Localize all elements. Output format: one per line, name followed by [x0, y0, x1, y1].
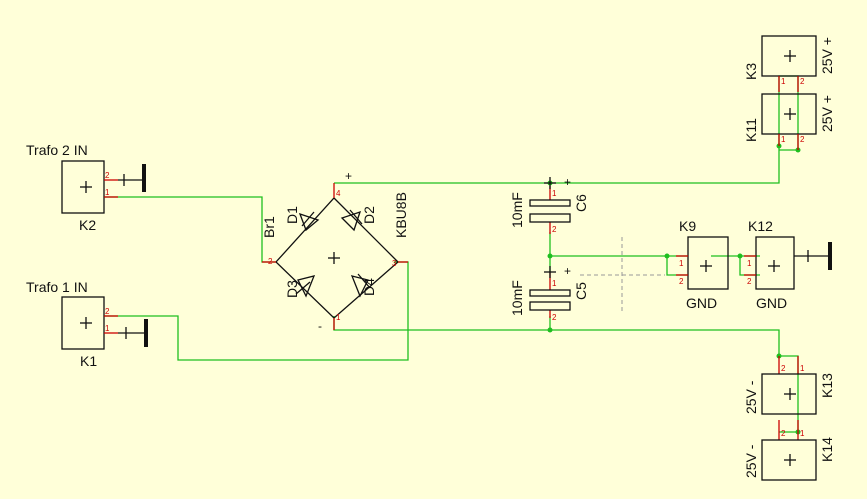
connector-k3-ref: K3 — [743, 63, 759, 80]
connector-k11-ref: K11 — [743, 118, 759, 142]
connector-k14-ref: K14 — [819, 437, 835, 462]
svg-text:4: 4 — [336, 189, 341, 198]
connector-k13-value: 25V - — [743, 380, 759, 414]
connector-k11-value: 25V + — [819, 95, 835, 132]
crosshair-guides — [580, 237, 665, 312]
connector-k3[interactable]: 1 2 K3 25V + — [743, 35, 835, 92]
capacitor-c5-value: 10mF — [509, 280, 525, 316]
svg-text:2: 2 — [679, 277, 684, 286]
svg-text:+: + — [564, 175, 571, 189]
connector-k14[interactable]: 2 1 25V - K14 — [743, 420, 835, 481]
svg-text:1: 1 — [781, 77, 786, 86]
svg-text:2: 2 — [781, 364, 786, 373]
capacitor-c6-value: 10mF — [509, 192, 525, 228]
svg-text:1: 1 — [105, 324, 110, 333]
connector-k12-value: GND — [756, 295, 787, 311]
capacitor-c5[interactable]: 1 2 + 10mF C5 — [509, 264, 589, 322]
svg-text:2: 2 — [800, 77, 805, 86]
connector-k13[interactable]: 2 1 25V - K13 — [743, 356, 835, 415]
svg-text:2: 2 — [105, 307, 110, 316]
connector-k12[interactable]: K12 1 2 GND — [744, 218, 832, 311]
connector-k2[interactable]: Trafo 2 IN 2 1 K2 — [26, 142, 146, 233]
svg-text:1: 1 — [747, 259, 752, 268]
connector-k2-ref: K2 — [79, 217, 96, 233]
capacitor-c6-ref: C6 — [573, 194, 589, 212]
svg-text:2: 2 — [800, 135, 805, 144]
connector-k9-ref: K9 — [679, 218, 696, 234]
svg-text:1: 1 — [552, 279, 557, 288]
bridge-rectifier-br1[interactable]: 4 2 3 1 + - Br1 KBU8B D1 D2 D3 D4 — [261, 169, 409, 333]
diode-d3: D3 — [284, 280, 300, 298]
svg-text:2: 2 — [552, 225, 557, 234]
bridge-ref: Br1 — [261, 216, 277, 238]
svg-text:+: + — [564, 264, 571, 278]
svg-text:1: 1 — [105, 188, 110, 197]
junction-dots — [547, 143, 801, 435]
connector-k1-ref: K1 — [80, 353, 97, 369]
svg-text:+: + — [345, 169, 352, 183]
bridge-part: KBU8B — [393, 192, 409, 238]
svg-text:2: 2 — [781, 429, 786, 438]
connector-k13-ref: K13 — [819, 373, 835, 398]
wires — [104, 75, 799, 433]
connector-k3-value: 25V + — [819, 37, 835, 74]
svg-text:1: 1 — [800, 364, 805, 373]
diode-d2: D2 — [361, 206, 377, 224]
svg-text:2: 2 — [747, 277, 752, 286]
connector-k11[interactable]: 1 2 K11 25V + — [743, 93, 835, 150]
svg-text:1: 1 — [800, 429, 805, 438]
diode-d4: D4 — [361, 278, 377, 296]
svg-text:2: 2 — [552, 313, 557, 322]
svg-text:1: 1 — [336, 313, 341, 322]
connector-k9[interactable]: K9 1 2 GND — [676, 218, 729, 311]
svg-text:3: 3 — [392, 259, 397, 268]
diode-d1: D1 — [284, 206, 300, 224]
connector-k1[interactable]: Trafo 1 IN 2 1 K1 — [26, 279, 148, 369]
capacitor-c5-ref: C5 — [573, 282, 589, 300]
connector-k9-value: GND — [686, 295, 717, 311]
svg-text:1: 1 — [781, 135, 786, 144]
svg-text:1: 1 — [552, 189, 557, 198]
connector-k12-ref: K12 — [748, 218, 773, 234]
connector-k14-value: 25V - — [743, 444, 759, 478]
connector-k1-title: Trafo 1 IN — [26, 279, 88, 295]
connector-k2-title: Trafo 2 IN — [26, 142, 88, 158]
svg-text:2: 2 — [105, 171, 110, 180]
svg-text:-: - — [318, 319, 322, 333]
svg-text:2: 2 — [268, 257, 273, 266]
svg-text:1: 1 — [679, 259, 684, 268]
capacitor-c6[interactable]: 1 2 + 10mF C6 — [509, 175, 589, 234]
